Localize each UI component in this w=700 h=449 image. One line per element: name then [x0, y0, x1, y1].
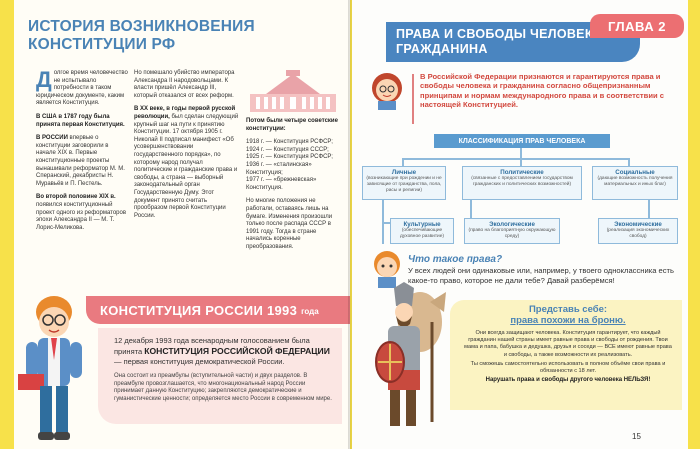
page-number: 15 — [632, 432, 641, 441]
text-column-3: Потом были четыре советские конституции:… — [246, 118, 344, 258]
connector — [382, 198, 384, 244]
node-desc: (обеспечивающие духовное развитие) — [400, 228, 444, 239]
paragraph: Но помешало убийство императора Александ… — [134, 70, 235, 99]
section-title: Конституция России 1993 — [100, 302, 298, 318]
question-title: Что такое права? — [408, 254, 503, 265]
paragraph: был сделан следующий крупный шаг на пути… — [134, 113, 239, 219]
left-page: История возникновения Конституции РФ Дол… — [14, 0, 350, 449]
connector — [402, 158, 404, 166]
right-type-cultural: Культурные (обеспечивающие духовное разв… — [390, 218, 454, 244]
paragraph: Ты сможешь самостоятельно использовать в… — [470, 360, 666, 375]
boy-illustration — [18, 296, 82, 440]
node-desc: (дающие возможность получения материальн… — [597, 176, 673, 187]
paragraph: впервые о конституции заговорили в начал… — [36, 135, 125, 187]
chapter-intro: В Российской Федерации признаются и гара… — [420, 72, 664, 110]
connector — [628, 158, 630, 166]
paragraph-lead: В РОССИИ — [36, 135, 68, 142]
paragraph: Они всегда защищают человека. Конституци… — [464, 330, 672, 358]
connector — [648, 198, 650, 220]
node-title: Экологические — [489, 221, 535, 228]
imagine-text: Они всегда защищают человека. Конституци… — [462, 330, 674, 384]
list-item: 1918 г. — Конституция РСФСР; — [246, 139, 333, 146]
right-page: Права и свободы человека и гражданина ГЛ… — [352, 0, 688, 449]
right-type-economic: Экономические (реализация экономических … — [598, 218, 678, 244]
section-title-suffix: года — [301, 307, 319, 316]
node-desc: (реализация экономических свобод) — [606, 228, 670, 239]
connector — [402, 158, 630, 160]
imagine-title: Представь себе: — [528, 304, 608, 315]
imagine-box: Представь себе: права похожи на броню. О… — [450, 300, 682, 410]
right-type-personal: Личные (возникающие при рождении и не за… — [362, 166, 446, 200]
intro-accent-line — [412, 74, 414, 124]
node-title: Политические — [500, 169, 544, 176]
node-desc: (право на благоприятную окружающую среду… — [468, 228, 556, 239]
connector — [520, 158, 522, 166]
chapter-title: Права и свободы человека и гражданина — [396, 27, 616, 56]
list-item: 1924 г. — Конституция СССР; — [246, 146, 329, 153]
list-item: 1936 г. — «сталинская» Конституция; — [246, 161, 312, 176]
node-desc: (связанные с предоставлением государство… — [471, 176, 573, 187]
connector — [382, 222, 390, 224]
chapter-tab: ГЛАВА 2 — [590, 14, 684, 38]
paragraph-lead: Во второй половине XIX в. — [36, 194, 116, 201]
paragraph: появился конституционный проект одного и… — [36, 201, 127, 231]
chapter-banner: Права и свободы человека и гражданина — [386, 22, 640, 62]
left-page-title: История возникновения Конституции РФ — [28, 18, 255, 53]
dropcap: Д — [36, 67, 52, 92]
right-type-ecological: Экологические (право на благоприятную ок… — [464, 218, 560, 244]
node-title: Личные — [391, 169, 417, 176]
section-body: 12 декабря 1993 года всенародным голосов… — [98, 328, 342, 424]
right-type-social: Социальные (дающие возможность получения… — [592, 166, 678, 200]
paragraph: В США в 1787 году была принята первая Ко… — [36, 113, 125, 128]
paragraph: Но многие положения не работали, оставая… — [246, 198, 333, 250]
knight-illustration — [375, 282, 446, 426]
paragraph: олгое время человечество не испытывало п… — [36, 70, 128, 107]
book-spine — [348, 0, 354, 449]
paragraph-lead: Потом были четыре советские конституции: — [246, 118, 338, 132]
list-item: 1925 г. — Конституция РСФСР; — [246, 154, 333, 161]
girl-avatar-illustration — [372, 73, 402, 110]
classification-title: Классификация прав человека — [434, 134, 610, 148]
connector — [470, 198, 472, 220]
boy-question-illustration — [374, 251, 400, 288]
paragraph-emphasis: Нарушать права и свободы другого человек… — [485, 377, 651, 384]
node-desc: (возникающие при рождении и не зависящие… — [366, 176, 442, 193]
list-item: 1977 г. — «брежневская» Конституция. — [246, 177, 317, 191]
question-text: У всех людей они одинаковые или, наприме… — [408, 266, 674, 285]
section-lead: 12 декабря 1993 года всенародным голосов… — [114, 336, 330, 366]
connector — [520, 148, 522, 160]
node-title: Культурные — [403, 221, 441, 228]
imagine-subtitle: права похожи на броню. — [510, 315, 626, 326]
text-column-2: Но помешало убийство императора Александ… — [134, 70, 240, 226]
section-banner: Конституция России 1993 года — [86, 296, 350, 324]
paragraph-lead: В XX веке, в годы первой русской революц… — [134, 106, 236, 120]
duma-building-illustration — [250, 70, 336, 112]
node-title: Экономические — [614, 221, 662, 228]
section-note: Она состоит из преамбулы (вступительной … — [114, 373, 332, 402]
node-title: Социальные — [615, 169, 655, 176]
right-type-political: Политические (связанные с предоставление… — [462, 166, 582, 200]
